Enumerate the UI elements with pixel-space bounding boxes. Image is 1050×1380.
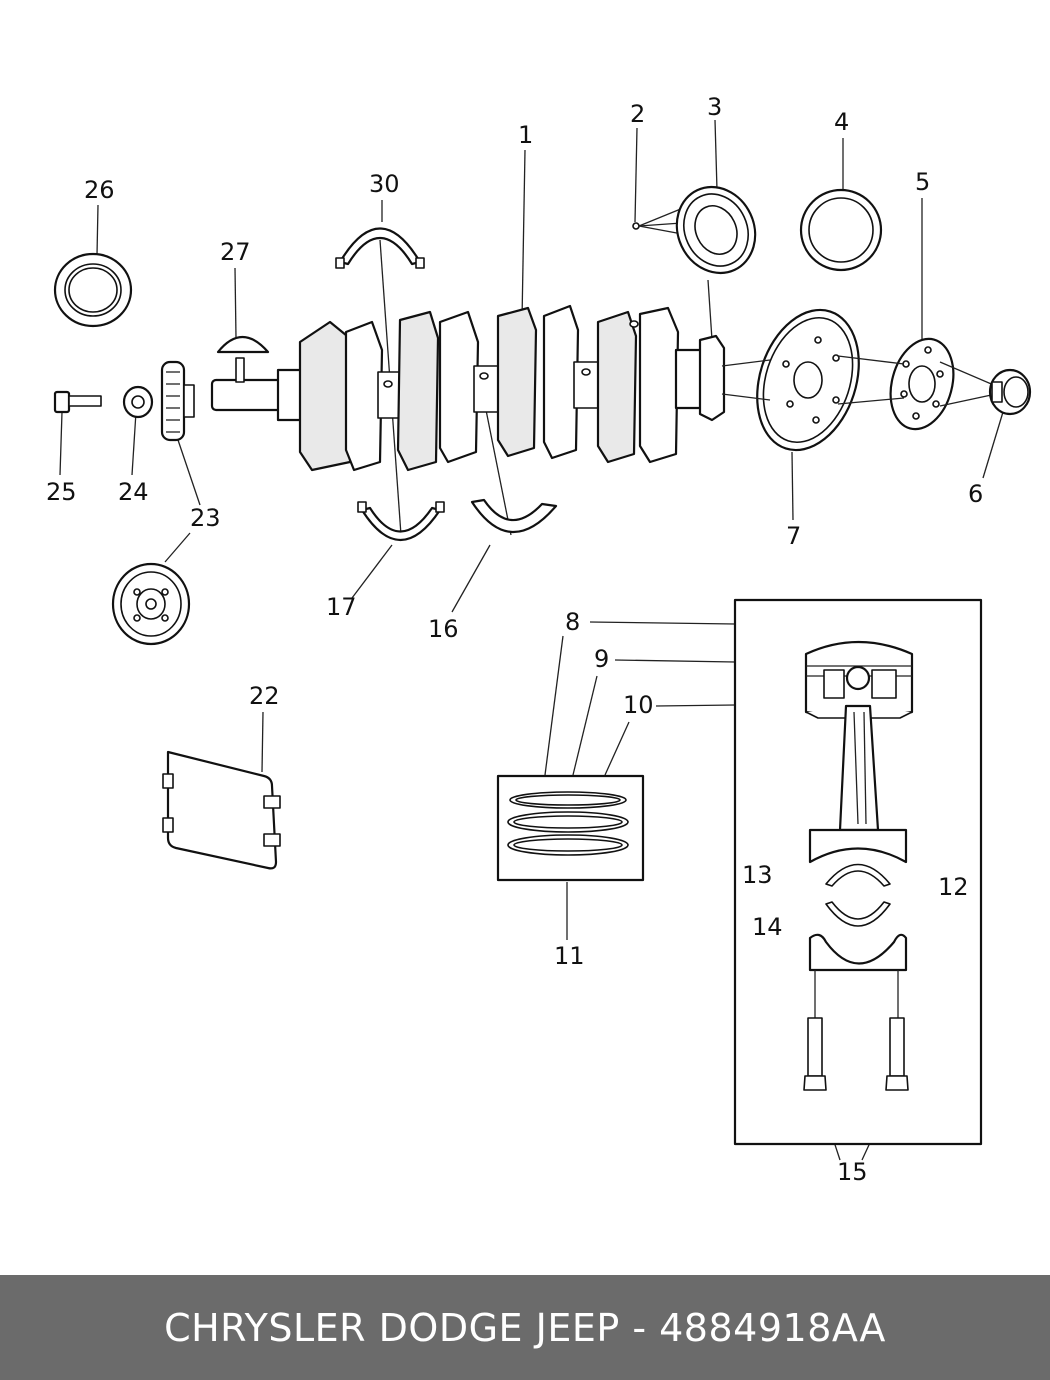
label-5: 5 [915, 168, 930, 196]
crankshaft-parts-diagram: 1 2 3 4 5 6 7 8 9 10 11 12 13 14 15 16 1… [46, 93, 1032, 1186]
washer-24 [122, 385, 154, 419]
callout-labels: 1 2 3 4 5 6 7 8 9 10 11 12 13 14 15 16 1… [46, 93, 983, 1186]
label-27: 27 [220, 238, 251, 266]
label-24: 24 [118, 478, 149, 506]
sprocket-23-front-view [111, 562, 191, 646]
tone-wheel-3 [675, 185, 757, 275]
label-26: 26 [84, 176, 115, 204]
key-27 [216, 336, 270, 354]
bearing-30 [335, 227, 425, 269]
label-22: 22 [249, 682, 280, 710]
label-16: 16 [428, 615, 459, 643]
piston-ring-set-11 [496, 774, 645, 882]
label-17: 17 [326, 593, 357, 621]
label-1: 1 [518, 121, 533, 149]
sprocket-23 [160, 360, 195, 442]
label-6: 6 [968, 480, 983, 508]
bolt-25 [53, 390, 102, 414]
seal-26 [53, 252, 133, 328]
cover-22 [162, 750, 281, 870]
footer-title: CHRYSLER DODGE JEEP - 4884918AA [164, 1305, 886, 1350]
flexplate-7 [721, 308, 860, 452]
plate-5 [837, 337, 997, 431]
label-8: 8 [565, 608, 580, 636]
label-4: 4 [834, 108, 849, 136]
label-10: 10 [623, 691, 654, 719]
label-25: 25 [46, 478, 77, 506]
thrust-bearing-16 [470, 498, 558, 534]
bearing-17 [357, 501, 445, 542]
label-15: 15 [837, 1158, 868, 1186]
footer-bar: CHRYSLER DODGE JEEP - 4884918AA [0, 1275, 1050, 1380]
label-7: 7 [786, 522, 801, 550]
label-12: 12 [938, 873, 969, 901]
label-2: 2 [630, 100, 645, 128]
label-3: 3 [707, 93, 722, 121]
label-23: 23 [190, 504, 221, 532]
label-13: 13 [742, 861, 773, 889]
label-9: 9 [594, 645, 609, 673]
label-14: 14 [752, 913, 783, 941]
ring-4 [799, 188, 883, 272]
label-30: 30 [369, 170, 400, 198]
label-11: 11 [554, 942, 585, 970]
piston-rod-assembly-box [733, 598, 983, 1146]
crankshaft-1 [210, 304, 726, 472]
bushing-6 [988, 368, 1032, 416]
